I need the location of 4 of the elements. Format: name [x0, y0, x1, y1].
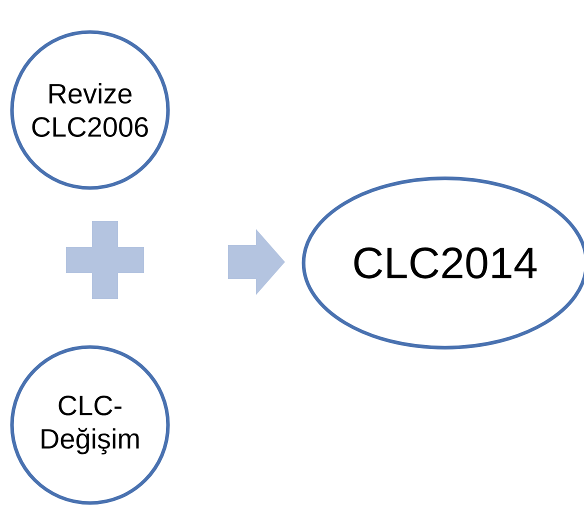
circle-node: Revize CLC2006	[10, 30, 170, 190]
plus-sign	[66, 221, 144, 299]
block-arrow	[228, 229, 285, 295]
circle-node: CLC-Değişim	[10, 345, 170, 505]
